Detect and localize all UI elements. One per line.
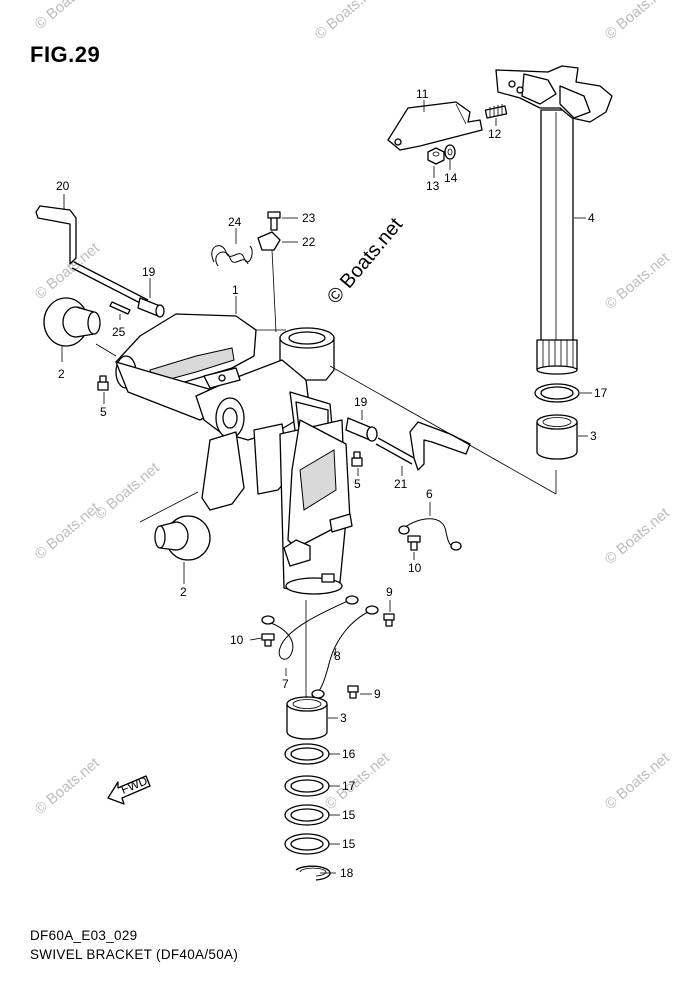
- callout-16: 16: [342, 747, 356, 761]
- part-pin-19-right: [345, 417, 378, 442]
- callout-17: 17: [342, 779, 356, 793]
- part-ring-17-lower: [284, 775, 330, 797]
- part-ring-15-lower: [284, 833, 330, 855]
- part-grease-nipple-5-right: [351, 451, 363, 467]
- callout-15: 15: [342, 837, 356, 851]
- watermark: © Boats.net: [602, 249, 674, 313]
- callout-21: 21: [394, 477, 408, 491]
- diagram-description: SWIVEL BRACKET (DF40A/50A): [30, 947, 239, 962]
- callout-7: 7: [282, 677, 289, 691]
- part-bushing-2-upper: [43, 297, 101, 347]
- part-swivel-bracket-1: [115, 313, 353, 595]
- callout-19: 19: [142, 265, 156, 279]
- callout-19: 19: [354, 395, 368, 409]
- watermark: © Boats.net: [32, 754, 104, 818]
- watermark: © Boats.net: [322, 749, 394, 813]
- part-washer-14: [444, 144, 456, 160]
- part-ground-wire-6: [398, 518, 462, 551]
- callout-3: 3: [340, 711, 347, 725]
- callout-9: 9: [374, 687, 381, 701]
- callout-17: 17: [594, 386, 608, 400]
- callout-24: 24: [228, 215, 242, 229]
- part-ring-17-upper: [534, 383, 580, 403]
- callout-2: 2: [58, 367, 65, 381]
- callout-10: 10: [408, 561, 422, 575]
- part-stopper-plate-11: [387, 101, 483, 151]
- callout-14: 14: [444, 171, 458, 185]
- callout-13: 13: [426, 179, 440, 193]
- leader-lines: [61, 100, 592, 874]
- part-nut-13: [427, 147, 445, 165]
- part-lever-20: [35, 205, 149, 307]
- part-ring-16: [284, 743, 330, 765]
- callout-23: 23: [302, 211, 316, 225]
- watermark-center: © Boats.net: [323, 213, 407, 308]
- part-steering-shaft: [495, 65, 613, 375]
- part-bolt-12: [484, 104, 508, 119]
- part-bushing-3-lower: [286, 696, 328, 740]
- part-lever-21: [375, 421, 471, 471]
- part-grease-nipple-5-left: [97, 375, 109, 391]
- diagram-code: DF60A_E03_029: [30, 928, 138, 943]
- part-bolt-23: [267, 211, 281, 231]
- callout-2: 2: [180, 585, 187, 599]
- callout-5: 5: [100, 405, 107, 419]
- callout-25: 25: [112, 325, 126, 339]
- part-ring-15-upper: [284, 804, 330, 826]
- callout-1: 1: [232, 283, 239, 297]
- part-wire-7: [261, 595, 359, 660]
- callout-5: 5: [354, 477, 361, 491]
- part-wire-8: [311, 605, 379, 699]
- part-bushing-3-upper: [536, 414, 578, 460]
- callout-20: 20: [56, 179, 70, 193]
- figure-title: FIG.29: [30, 42, 101, 67]
- callout-12: 12: [488, 127, 502, 141]
- callout-15: 15: [342, 808, 356, 822]
- part-spring-24: [211, 245, 253, 267]
- callout-3: 3: [590, 429, 597, 443]
- part-circlip-18: [295, 865, 331, 881]
- callout-11: 11: [416, 87, 429, 101]
- part-clip-22: [257, 231, 281, 251]
- part-pin-19-left: [137, 297, 165, 318]
- watermark: © Boats.net: [32, 0, 104, 33]
- fwd-arrow-icon: FWD: [107, 773, 151, 805]
- callout-6: 6: [426, 487, 433, 501]
- part-bolt-10-right: [407, 535, 421, 551]
- watermark: © Boats.net: [602, 749, 674, 813]
- callout-8: 8: [334, 649, 341, 663]
- part-bushing-2-lower: [154, 515, 211, 561]
- watermark: © Boats.net: [602, 504, 674, 568]
- callout-18: 18: [340, 866, 354, 880]
- watermark: © Boats.net: [602, 0, 674, 43]
- part-bolt-10-left: [261, 633, 275, 647]
- callout-4: 4: [588, 211, 595, 225]
- watermark: © Boats.net: [312, 0, 384, 43]
- callout-9: 9: [386, 585, 393, 599]
- watermark: © Boats.net: [92, 459, 164, 523]
- part-pin-25: [109, 301, 131, 315]
- part-bolt-9-lower: [347, 685, 359, 699]
- part-bolt-9-upper: [383, 613, 395, 627]
- callout-22: 22: [302, 235, 316, 249]
- callouts: 1 2 2 3 3 4 5 5 6 7 8 9 9 10 10 11 12 13…: [56, 87, 608, 880]
- callout-10: 10: [230, 633, 244, 647]
